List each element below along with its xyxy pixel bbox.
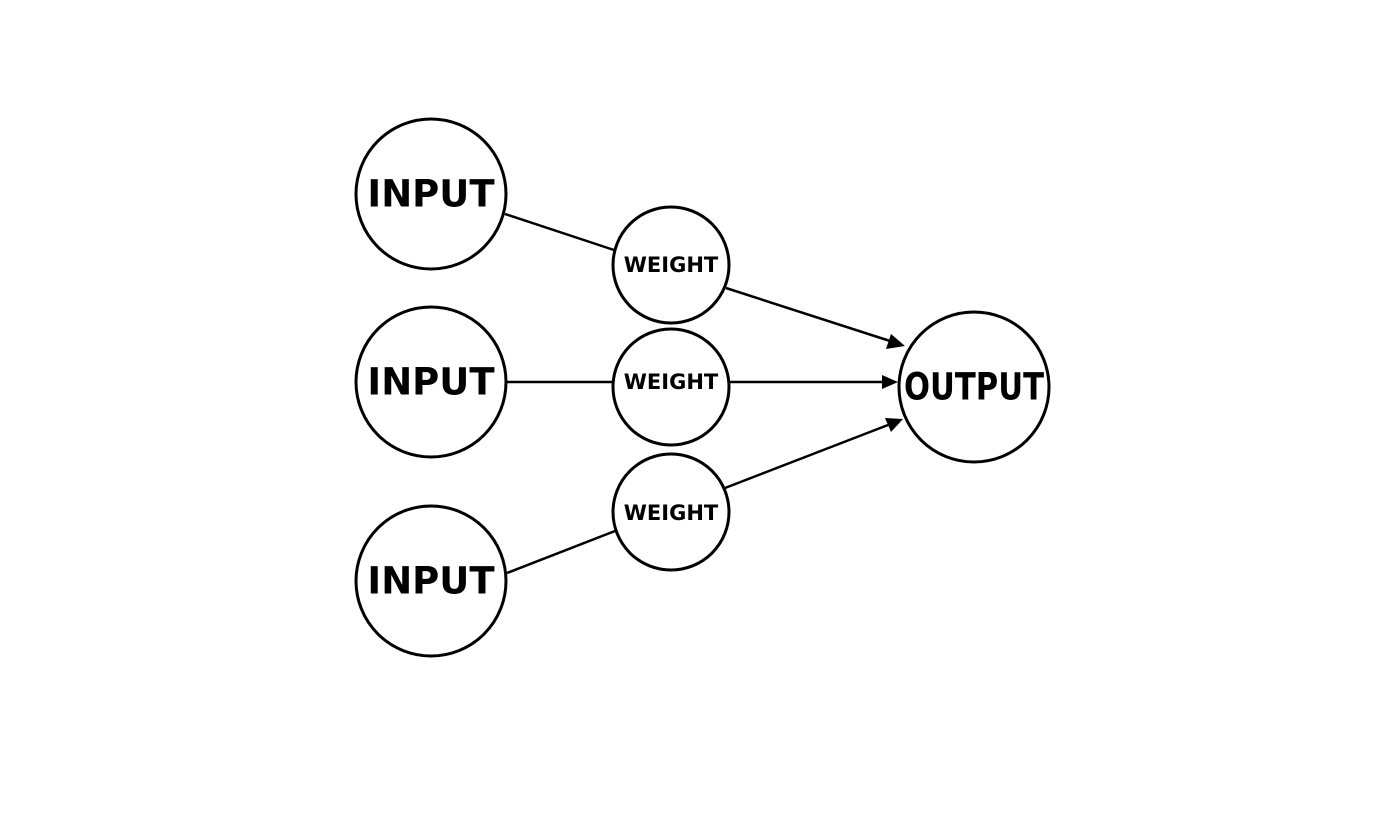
edge-input-3-weight-3: [506, 529, 616, 575]
input-node-2-circle: [354, 305, 508, 459]
weight-node-1-circle: [611, 205, 731, 325]
weight-node-3-circle: [611, 452, 731, 572]
arrow-head-2: [882, 375, 898, 389]
input-node-1: INPUT: [354, 117, 508, 271]
output-node-label: OUTPUT: [904, 366, 1045, 409]
input-node-3: INPUT: [354, 504, 508, 658]
weight-node-3: WEIGHT: [611, 452, 731, 572]
arrow-head-1: [886, 334, 905, 349]
weight-node-2: WEIGHT: [611, 327, 731, 447]
input-node-3-label: INPUT: [367, 560, 495, 603]
output-node: OUTPUT: [897, 310, 1051, 464]
edge-weight-1-output: [725, 286, 891, 343]
edge-weight-3-output: [724, 423, 889, 490]
output-node-circle: [897, 310, 1051, 464]
input-node-3-circle: [354, 504, 508, 658]
edge-input-1-weight-1: [504, 212, 615, 252]
input-node-1-label: INPUT: [367, 173, 495, 216]
weight-node-2-label: WEIGHT: [624, 370, 719, 394]
arrow-head-3: [885, 418, 903, 432]
weight-node-3-label: WEIGHT: [624, 501, 719, 525]
weight-node-2-circle: [611, 327, 731, 447]
weight-node-1-label: WEIGHT: [624, 253, 719, 277]
input-node-1-circle: [354, 117, 508, 271]
weight-node-1: WEIGHT: [611, 205, 731, 325]
input-node-2: INPUT: [354, 305, 508, 459]
input-node-2-label: INPUT: [367, 361, 495, 404]
